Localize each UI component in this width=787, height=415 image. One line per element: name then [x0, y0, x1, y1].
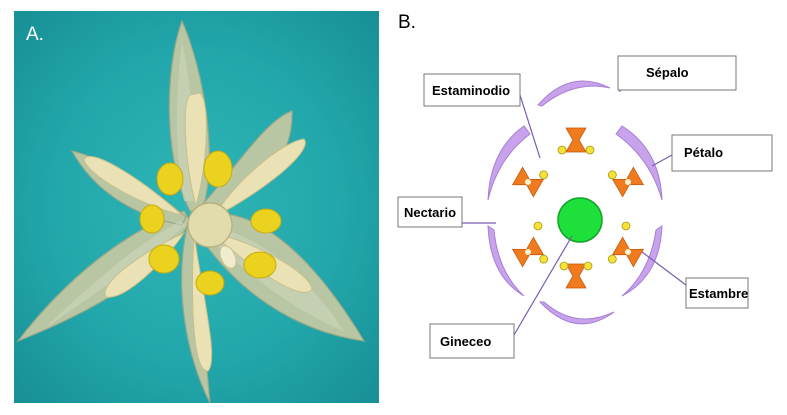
petal: [615, 125, 663, 201]
stamen: [607, 166, 645, 198]
flower-illustration: [16, 19, 366, 403]
stamen: [511, 166, 549, 198]
leader-estaminodio: [519, 94, 541, 159]
nectary-lobe: [148, 244, 180, 274]
nectary-lobe: [243, 251, 277, 279]
leader-gineceo: [513, 235, 573, 336]
stamen-ring: [511, 127, 645, 289]
callout-box-gineceo: [429, 323, 515, 359]
callout-box-estaminodio: [423, 73, 521, 107]
sepal: [537, 80, 611, 107]
flower-photo: [14, 11, 379, 403]
callout-sepalo: Sépalo: [646, 65, 689, 80]
callout-box-nectario: [397, 196, 463, 228]
stamen: [184, 92, 207, 208]
floral-diagram: Sépalo Estaminodio Pétalo Nectario Estam…: [397, 55, 773, 359]
stamen: [83, 156, 184, 216]
callout-box-sepalo: [617, 55, 737, 91]
nectary-lobe: [250, 208, 282, 234]
callout-nectario: Nectario: [404, 205, 456, 220]
panel-a-label: A.: [26, 24, 44, 45]
callout-gineceo: Gineceo: [440, 334, 491, 349]
nectary-lobe: [203, 150, 233, 188]
stamen: [557, 127, 595, 155]
leader-petalo: [651, 154, 673, 167]
gynoecium: [557, 197, 603, 243]
petal: [487, 225, 525, 297]
callout-box-estambre: [685, 277, 749, 309]
nectary-lobe: [139, 204, 165, 234]
callout-box-petalo: [671, 134, 773, 172]
panel-b-label: B.: [398, 12, 416, 33]
petal: [621, 225, 663, 297]
gynoecium-center: [187, 202, 233, 248]
callout-petalo: Pétalo: [684, 145, 723, 160]
callout-estambre: Estambre: [689, 286, 748, 301]
stamen: [607, 236, 645, 268]
petal: [487, 125, 531, 201]
leader-estambre: [641, 251, 687, 286]
callout-estaminodio: Estaminodio: [432, 83, 510, 98]
nectary-lobe: [195, 270, 225, 296]
nectary-lobe: [156, 162, 184, 196]
stamen: [559, 261, 593, 289]
stamen: [511, 236, 549, 268]
sepal: [538, 301, 615, 325]
